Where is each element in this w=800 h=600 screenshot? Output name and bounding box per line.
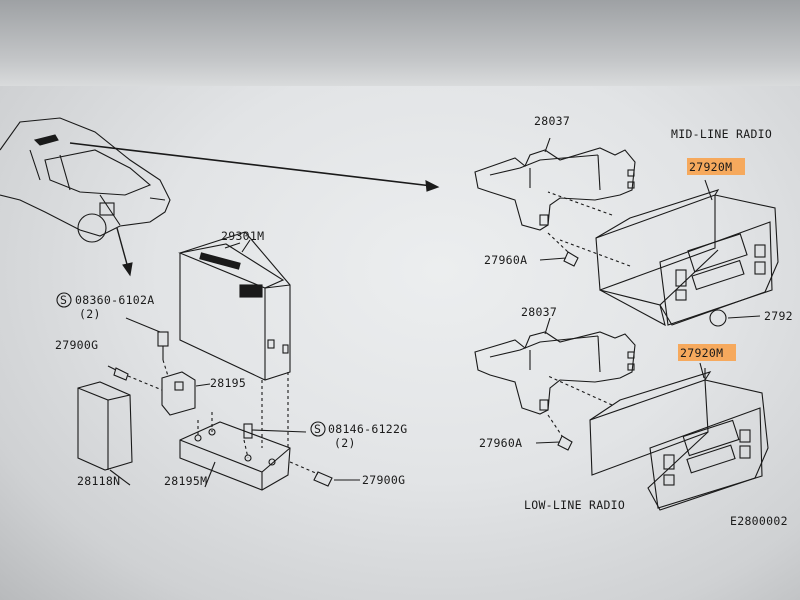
label-28195: 28195: [210, 376, 246, 390]
label-27920M-top: 27920M: [689, 160, 732, 174]
label-27900G-left: 27900G: [55, 338, 98, 352]
label-mid-line-radio: MID-LINE RADIO: [671, 127, 772, 141]
mid-line-radio: [547, 189, 779, 327]
label-27960A-bottom: 27960A: [479, 436, 522, 450]
label-28118N: 28118N: [77, 474, 120, 488]
screw-27900G-bottom: [289, 461, 360, 487]
label-qty-08146: (2): [334, 436, 356, 450]
screw-27900G-left: [107, 365, 163, 391]
label-28195M: 28195M: [164, 474, 207, 488]
s-symbol-b: S: [314, 422, 321, 436]
screw-08146: [243, 423, 307, 439]
low-line-radio: [547, 368, 769, 511]
label-08146-6122G: 08146-6122G: [328, 422, 407, 436]
highlight-27920M-top: [687, 158, 745, 175]
module-29301M: [178, 231, 291, 381]
figure-code: E2800002: [730, 514, 788, 528]
highlight-27920M-bottom: [678, 344, 736, 361]
bracket-28037-top: [474, 137, 636, 231]
label-29301M: 29301M: [221, 229, 264, 243]
label-28037-top: 28037: [534, 114, 570, 128]
label-low-line-radio: LOW-LINE RADIO: [524, 498, 625, 512]
leader-lines: [109, 179, 713, 488]
screw-27960A-bottom: [535, 414, 573, 451]
screw-27960A-top: [539, 232, 579, 267]
vehicle-outline: [0, 117, 171, 243]
bracket-28037-bottom: [474, 317, 636, 415]
label-08360-6102A: 08360-6102A: [75, 293, 154, 307]
module-28118N: [77, 381, 133, 471]
label-qty-08360: (2): [79, 307, 101, 321]
label-2792: 2792: [764, 309, 793, 323]
screw-08360: [125, 317, 169, 377]
monitor-bezel: [0, 0, 800, 86]
bracket-28195: [161, 371, 211, 416]
label-27920M-bottom: 27920M: [680, 346, 723, 360]
location-arrow: [69, 142, 440, 277]
plate-28195M: [179, 372, 291, 491]
label-27960A-top: 27960A: [484, 253, 527, 267]
label-27900G-bottom: 27900G: [362, 473, 405, 487]
s-symbol-a: S: [60, 293, 67, 307]
label-28037-bottom: 28037: [521, 305, 557, 319]
